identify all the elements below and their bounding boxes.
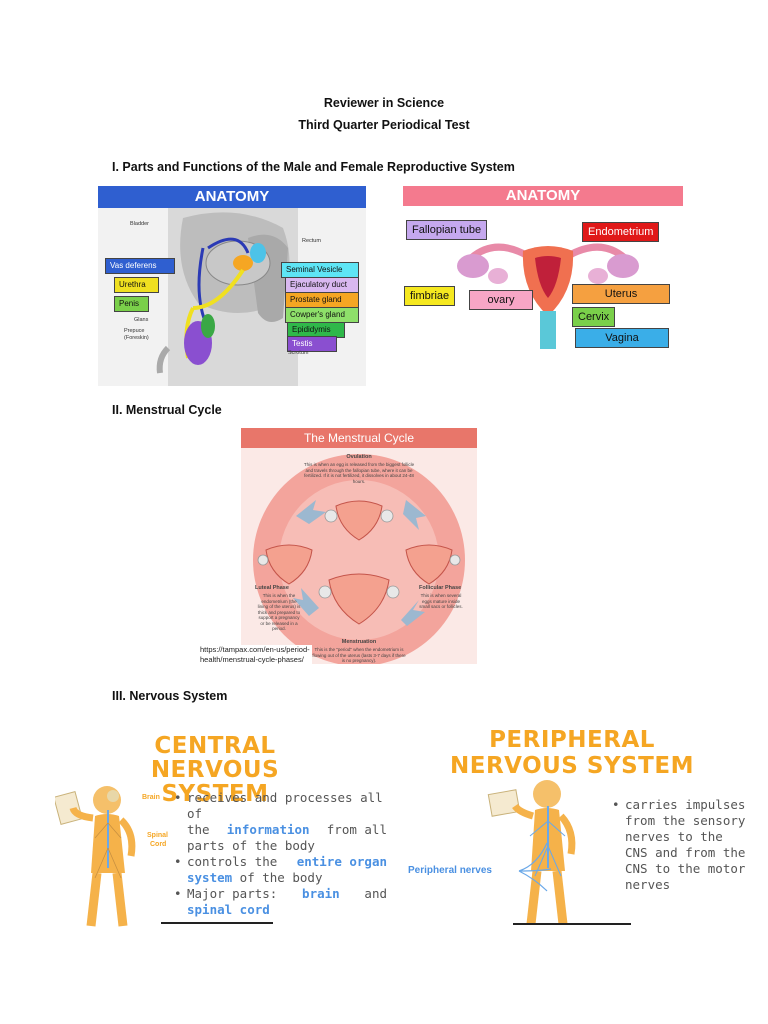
cns-divider <box>161 922 273 924</box>
source-link-line1: https://tampax.com/en-us/period- <box>200 645 312 655</box>
pns-label-peripheral-nerves: Peripheral nerves <box>408 865 492 876</box>
menstrual-cycle-title: The Menstrual Cycle <box>241 428 477 448</box>
female-anatomy-illustration <box>457 243 639 349</box>
follicular-text: This is when several eggs mature inside … <box>419 593 463 609</box>
label-cervix: Cervix <box>572 307 616 327</box>
source-link-line2: health/menstrual-cycle-phases/ <box>200 655 312 665</box>
bullet-dot: • <box>174 854 182 869</box>
ovulation-text: This is when an egg is released from the… <box>303 462 415 484</box>
female-anatomy-banner: ANATOMY <box>403 186 683 206</box>
label-cowpers-gland: Cowper's gland <box>285 307 359 323</box>
label-scrotum: Scrotum <box>288 350 309 356</box>
bullet-dot: • <box>612 797 620 812</box>
pns-bullet-1: • carries impulses from the sensory nerv… <box>612 797 746 892</box>
cns-bullet-list: • receives and processes all of the info… <box>174 790 387 918</box>
label-seminal-vesicle: Seminal Vesicle <box>281 262 359 278</box>
male-anatomy-figure: ANATOMY Bladder Rectum Vas deferens Uret… <box>98 186 366 386</box>
section-heading-menstrual: II. Menstrual Cycle <box>112 403 222 417</box>
follicular-title: Follicular Phase <box>419 585 462 591</box>
label-endometrium: Endometrium <box>582 222 660 242</box>
pns-nerve-pointer <box>518 842 552 892</box>
cns-figure: CENTRAL NERVOUS SYSTEM Brain Spinal Cord… <box>55 728 400 928</box>
pns-title-line2: NERVOUS SYSTEM <box>450 753 694 779</box>
section-heading-nervous: III. Nervous System <box>112 689 228 703</box>
ovulation-title: Ovulation <box>346 454 372 460</box>
label-bladder: Bladder <box>130 221 149 227</box>
label-prostate-gland: Prostate gland <box>285 292 359 308</box>
pns-divider <box>513 923 631 925</box>
label-rectum: Rectum <box>302 238 321 244</box>
label-prepuce: Prepuce <box>124 328 145 334</box>
menstrual-cycle-figure: The Menstrual Cycle Ovulation This is wh… <box>241 428 477 664</box>
male-anatomy-illustration <box>156 208 298 386</box>
cns-bullet-3: • Major parts: brain and spinal cord <box>174 886 387 917</box>
menstruation-title: Menstruation <box>341 639 377 645</box>
label-glans: Glans <box>134 317 149 323</box>
cns-child-illustration <box>55 786 136 927</box>
luteal-text: This is when the endometrium (the lining… <box>257 593 301 631</box>
section-heading-reproductive: I. Parts and Functions of the Male and F… <box>112 160 515 174</box>
bullet-dot: • <box>174 790 182 805</box>
label-foreskin: (Foreskin) <box>124 335 149 341</box>
label-fimbriae: fimbriae <box>404 286 456 306</box>
cns-bullet-2: • controls the entire organ system of th… <box>174 854 387 885</box>
male-anatomy-banner: ANATOMY <box>98 186 366 208</box>
label-vagina: Vagina <box>575 328 669 348</box>
label-penis: Penis <box>114 296 149 312</box>
label-vas-deferens: Vas deferens <box>105 258 175 274</box>
label-uterus: Uterus <box>572 284 670 304</box>
cns-label-spinal: Spinal <box>147 832 169 839</box>
bullet-dot: • <box>174 886 182 901</box>
pns-bullet-list: • carries impulses from the sensory nerv… <box>612 797 749 893</box>
menstruation-text: This is the "period" when the endometriu… <box>312 647 406 663</box>
cns-label-cord: Cord <box>150 841 167 848</box>
cns-title-line2: NERVOUS SYSTEM <box>150 757 280 807</box>
cns-bullet-1: • receives and processes all of the info… <box>174 790 387 853</box>
source-link[interactable]: https://tampax.com/en-us/period- health/… <box>200 645 312 665</box>
menstrual-cycle-illustration <box>253 454 465 664</box>
label-testis: Testis <box>287 336 337 352</box>
label-ejaculatory-duct: Ejaculatory duct <box>285 277 359 293</box>
label-urethra: Urethra <box>114 277 159 293</box>
cns-label-brain: Brain <box>142 794 160 801</box>
luteal-title: Luteal Phase <box>255 585 289 591</box>
pns-title-line1: PERIPHERAL <box>489 727 655 753</box>
label-ovary: ovary <box>469 290 533 310</box>
cns-title-line1: CENTRAL <box>154 733 276 759</box>
pns-figure: PERIPHERAL NERVOUS SYSTEM Peripheral ner… <box>405 720 750 930</box>
doc-title: Reviewer in Science <box>323 96 445 110</box>
label-fallopian-tube: Fallopian tube <box>406 220 488 240</box>
female-anatomy-figure: ANATOMY Fallopian tube Endometrium fimbr… <box>403 186 683 350</box>
doc-subtitle: Third Quarter Periodical Test <box>298 118 470 132</box>
